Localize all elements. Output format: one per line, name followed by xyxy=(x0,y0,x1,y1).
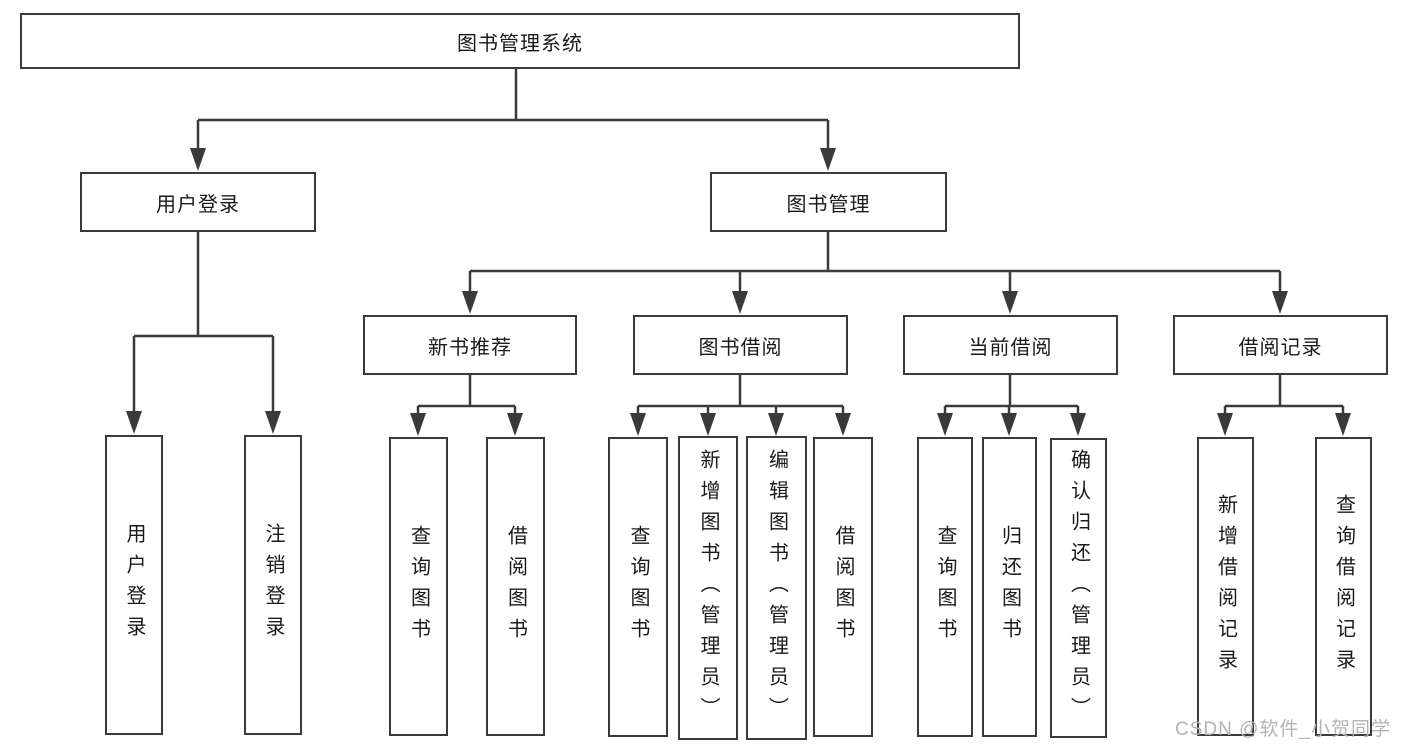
leaf-confirm-return-admin-label: 确认归还（管理员） xyxy=(1067,448,1090,728)
leaf-query-books-recommend-label: 查询图书 xyxy=(407,524,430,649)
leaf-user-login: 用户登录 xyxy=(105,435,163,735)
leaf-borrow-books-label: 借阅图书 xyxy=(832,525,854,649)
node-current-borrowing-label: 当前借阅 xyxy=(968,336,1053,359)
leaf-logout-label: 注销登录 xyxy=(262,523,284,647)
node-borrowing-records: 借阅记录 xyxy=(1173,315,1388,375)
leaf-borrow-books-recommend: 借阅图书 xyxy=(486,437,545,736)
node-borrowing-records-label: 借阅记录 xyxy=(1238,336,1323,359)
leaf-query-borrow-record: 查询借阅记录 xyxy=(1315,437,1372,736)
node-user-login-label: 用户登录 xyxy=(156,193,240,216)
leaf-edit-books-admin-label: 编辑图书（管理员） xyxy=(765,448,788,728)
leaf-query-books-borrowing: 查询图书 xyxy=(608,437,668,737)
node-new-book-recommend-label: 新书推荐 xyxy=(428,336,512,359)
node-current-borrowing: 当前借阅 xyxy=(903,315,1118,375)
node-root: 图书管理系统 xyxy=(20,13,1020,69)
leaf-add-books-admin: 新增图书（管理员） xyxy=(678,436,738,740)
leaf-query-borrow-record-label: 查询借阅记录 xyxy=(1332,493,1355,680)
leaf-user-login-label: 用户登录 xyxy=(123,523,145,647)
leaf-query-books-current: 查询图书 xyxy=(917,437,973,737)
node-root-label: 图书管理系统 xyxy=(457,32,583,55)
node-book-management: 图书管理 xyxy=(710,172,947,232)
leaf-borrow-books: 借阅图书 xyxy=(813,437,873,737)
leaf-logout: 注销登录 xyxy=(244,435,302,735)
leaf-query-books-recommend: 查询图书 xyxy=(389,437,448,736)
leaf-add-borrow-record-label: 新增借阅记录 xyxy=(1214,493,1237,680)
leaf-add-borrow-record: 新增借阅记录 xyxy=(1197,437,1254,736)
leaf-return-books: 归还图书 xyxy=(982,437,1037,737)
csdn-watermark: CSDN @软件_小贺同学 xyxy=(1175,719,1391,740)
leaf-add-books-admin-label: 新增图书（管理员） xyxy=(697,448,719,728)
leaf-borrow-books-recommend-label: 借阅图书 xyxy=(504,524,527,649)
leaf-return-books-label: 归还图书 xyxy=(998,525,1021,649)
leaf-query-books-borrowing-label: 查询图书 xyxy=(627,525,649,649)
leaf-query-books-current-label: 查询图书 xyxy=(934,525,956,649)
node-book-management-label: 图书管理 xyxy=(786,193,871,216)
node-book-borrowing: 图书借阅 xyxy=(633,315,848,375)
node-book-borrowing-label: 图书借阅 xyxy=(698,336,783,359)
node-new-book-recommend: 新书推荐 xyxy=(363,315,577,375)
leaf-confirm-return-admin: 确认归还（管理员） xyxy=(1050,438,1107,738)
node-user-login: 用户登录 xyxy=(80,172,316,232)
leaf-edit-books-admin: 编辑图书（管理员） xyxy=(746,436,807,740)
